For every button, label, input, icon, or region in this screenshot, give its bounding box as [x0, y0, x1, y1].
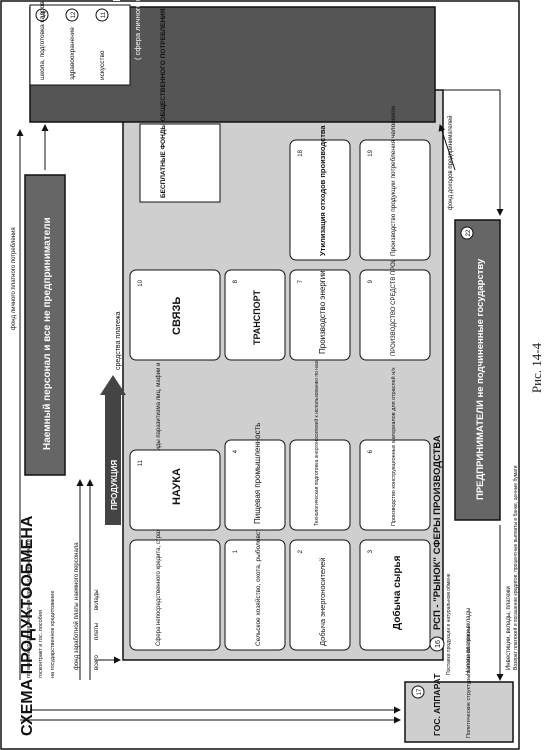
sector-construction-materials: 6 Производство конструкционных материало… — [359, 367, 431, 531]
svg-text:ТРАНСПОРТ: ТРАНСПОРТ — [252, 289, 262, 345]
sector-energy-prep: Технологическая подготовка энергоносител… — [289, 342, 351, 531]
svg-text:13: 13 — [41, 11, 47, 18]
svg-text:22: 22 — [466, 229, 472, 236]
flow-label-wage-fund: фонд заработной платы — [73, 602, 80, 670]
rpp-item-health: 12 здравоохранение — [65, 8, 79, 80]
rsp-num-badge: 16 — [429, 636, 445, 652]
svg-text:12: 12 — [71, 11, 77, 18]
svg-text:2: 2 — [298, 549, 304, 553]
gos-title: ГОС. АППАРАТ — [432, 673, 442, 736]
personnel-label: Наемный персонал и все не предпринимател… — [42, 217, 53, 450]
svg-text:16: 16 — [435, 640, 442, 648]
diagram-title: СХЕМА ПРОДУКТООБМЕНА — [19, 515, 36, 736]
flow-label-investments: Инвестиции, вклады, платежи — [506, 586, 512, 670]
free-funds-label: БЕСПЛАТНЫЕ ФОНДЫ ОБЩЕСТВЕННОГО ПОТРЕБЛЕН… — [160, 8, 167, 198]
svg-text:6: 6 — [368, 449, 374, 453]
caption-text: Рис. 14-4 — [529, 342, 544, 394]
production-arrow: ПРОДУКЦИЯ — [100, 375, 126, 525]
svg-text:Сельское хозяйство, охота, рыб: Сельское хозяйство, охота, рыболовство — [254, 522, 262, 646]
svg-text:Утилизация отходов производств: Утилизация отходов производства — [318, 125, 327, 256]
sector-means-of-production: 9 ПРОИЗВОДСТВО СРЕДСТВ ПРОИЗВОДСТВА — [359, 226, 431, 361]
svg-text:искусство: искусство — [99, 50, 106, 80]
svg-text:Технологическая подготовка эне: Технологическая подготовка энергоносител… — [313, 342, 320, 526]
sector-waste-utilization: 18 Утилизация отходов производства — [289, 125, 351, 261]
gos-subtitle: Политические структуры и внешние органы — [466, 626, 472, 738]
sector-energy-production: 7 Производство энергии — [289, 269, 351, 361]
svg-text:17: 17 — [417, 688, 423, 695]
svg-text:Производство продукции потребл: Производство продукции потребления челов… — [389, 105, 397, 256]
sector-energy-extraction: 2 Добыча энергоносителей — [289, 539, 351, 651]
flow-lines — [16, 89, 504, 724]
svg-text:18: 18 — [298, 149, 304, 156]
flow-label-personal-consumption: фонд личного платного потребления — [11, 227, 17, 330]
svg-text:Производство конструкционных м: Производство конструкционных материалов … — [390, 367, 397, 526]
svg-text:10: 10 — [138, 279, 144, 286]
svg-text:11: 11 — [101, 11, 107, 18]
flow-label-deposits: вклады — [94, 589, 100, 610]
svg-text:Добыча сырья: Добыча сырья — [391, 555, 403, 630]
sector-communication: 10 СВЯЗЬ — [129, 269, 221, 361]
svg-text:здравоохранение: здравоохранение — [69, 27, 76, 80]
svg-text:Пищевая промышленность: Пищевая промышленность — [253, 423, 262, 524]
flow-label-taxes: Налоги платежи вклады — [466, 608, 472, 675]
sector-food-industry: 4 Пищевая промышленность — [224, 423, 286, 531]
free-funds-box — [139, 123, 221, 203]
personnel-block — [24, 174, 66, 476]
sector-agriculture: 1 Сельское хозяйство, охота, рыболовство — [224, 522, 286, 651]
gos-apparat-block — [404, 681, 514, 743]
entrepreneurs-num-badge: 22 — [460, 226, 474, 240]
svg-text:19: 19 — [368, 149, 374, 156]
svg-text:СВЯЗЬ: СВЯЗЬ — [171, 297, 183, 335]
sector-transport: 8 ТРАНСПОРТ — [224, 269, 286, 361]
rpp-items-panel — [29, 4, 131, 86]
rpp-subtitle: ( сфера личного платного потребления) — [133, 0, 142, 60]
svg-text:9: 9 — [368, 279, 374, 283]
flow-label-supplies: Поставки продукции в натуральном обмене — [446, 573, 452, 675]
product-exchange-diagram: СХЕМА ПРОДУКТООБМЕНА 16 РСП - "РЫНОК" СФ… — [0, 0, 520, 750]
figure-frame: СХЕМА ПРОДУКТООБМЕНА 16 РСП - "РЫНОК" СФ… — [0, 0, 520, 750]
flow-label-all: всего — [94, 654, 100, 670]
rpp-item-school: 13 школа, подготовка кадров — [35, 1, 49, 80]
flow-label-pay: платы — [94, 623, 100, 640]
svg-text:11: 11 — [138, 459, 144, 466]
svg-text:НАУКА: НАУКА — [171, 468, 183, 505]
figure-caption: Рис. 14-4 — [522, 0, 550, 750]
flow-label-repayments: Возврат платежей и погашение кредитов, п… — [512, 465, 519, 670]
flow-label-gov-contracts: госконтракт и гос. пособия — [38, 610, 44, 678]
sector-consumer-goods: 19 Производство продукции потребления че… — [359, 105, 431, 261]
entrepreneurs-block — [454, 219, 501, 521]
payment-means-label: средства платежа — [115, 311, 122, 370]
svg-text:Добыча энергоносителей: Добыча энергоносителей — [318, 558, 327, 647]
rsp-title: РСП - "РЫНОК" СФЕРЫ ПРОИЗВОДСТВА — [432, 435, 443, 630]
rpp-item-art: 11 искусство — [95, 8, 109, 80]
svg-text:ПРОИЗВОДСТВО СРЕДСТВ ПРОИЗВОДС: ПРОИЗВОДСТВО СРЕДСТВ ПРОИЗВОДСТВА — [391, 226, 397, 356]
flow-label-entrepreneur-income: фонд доходов предпринимателей — [447, 115, 454, 210]
svg-text:школа, подготовка кадров: школа, подготовка кадров — [39, 1, 46, 80]
svg-text:7: 7 — [298, 279, 304, 283]
svg-text:3: 3 — [368, 549, 374, 553]
sector-science: 11 НАУКА — [129, 449, 221, 531]
svg-text:Производство энергии: Производство энергии — [318, 270, 327, 354]
svg-text:ПРОДУКЦИЯ: ПРОДУКЦИЯ — [110, 460, 119, 510]
gos-num-badge: 17 — [411, 685, 425, 699]
sector-raw-extraction: 3 Добыча сырья — [359, 539, 431, 651]
svg-text:8: 8 — [233, 279, 239, 283]
svg-text:4: 4 — [233, 449, 239, 453]
svg-text:1: 1 — [233, 549, 239, 553]
entrepreneurs-label: ПРЕДПРИНИМАТЕЛИ не подчиненные государст… — [475, 258, 486, 500]
flow-label-gov-credit: на государственное кредитование — [50, 591, 56, 678]
flow-label-hired-personnel: наемного персонала — [74, 542, 80, 600]
flow-label-loan-repayment: погашение кредитов, вклады в банки и цен… — [26, 539, 32, 678]
